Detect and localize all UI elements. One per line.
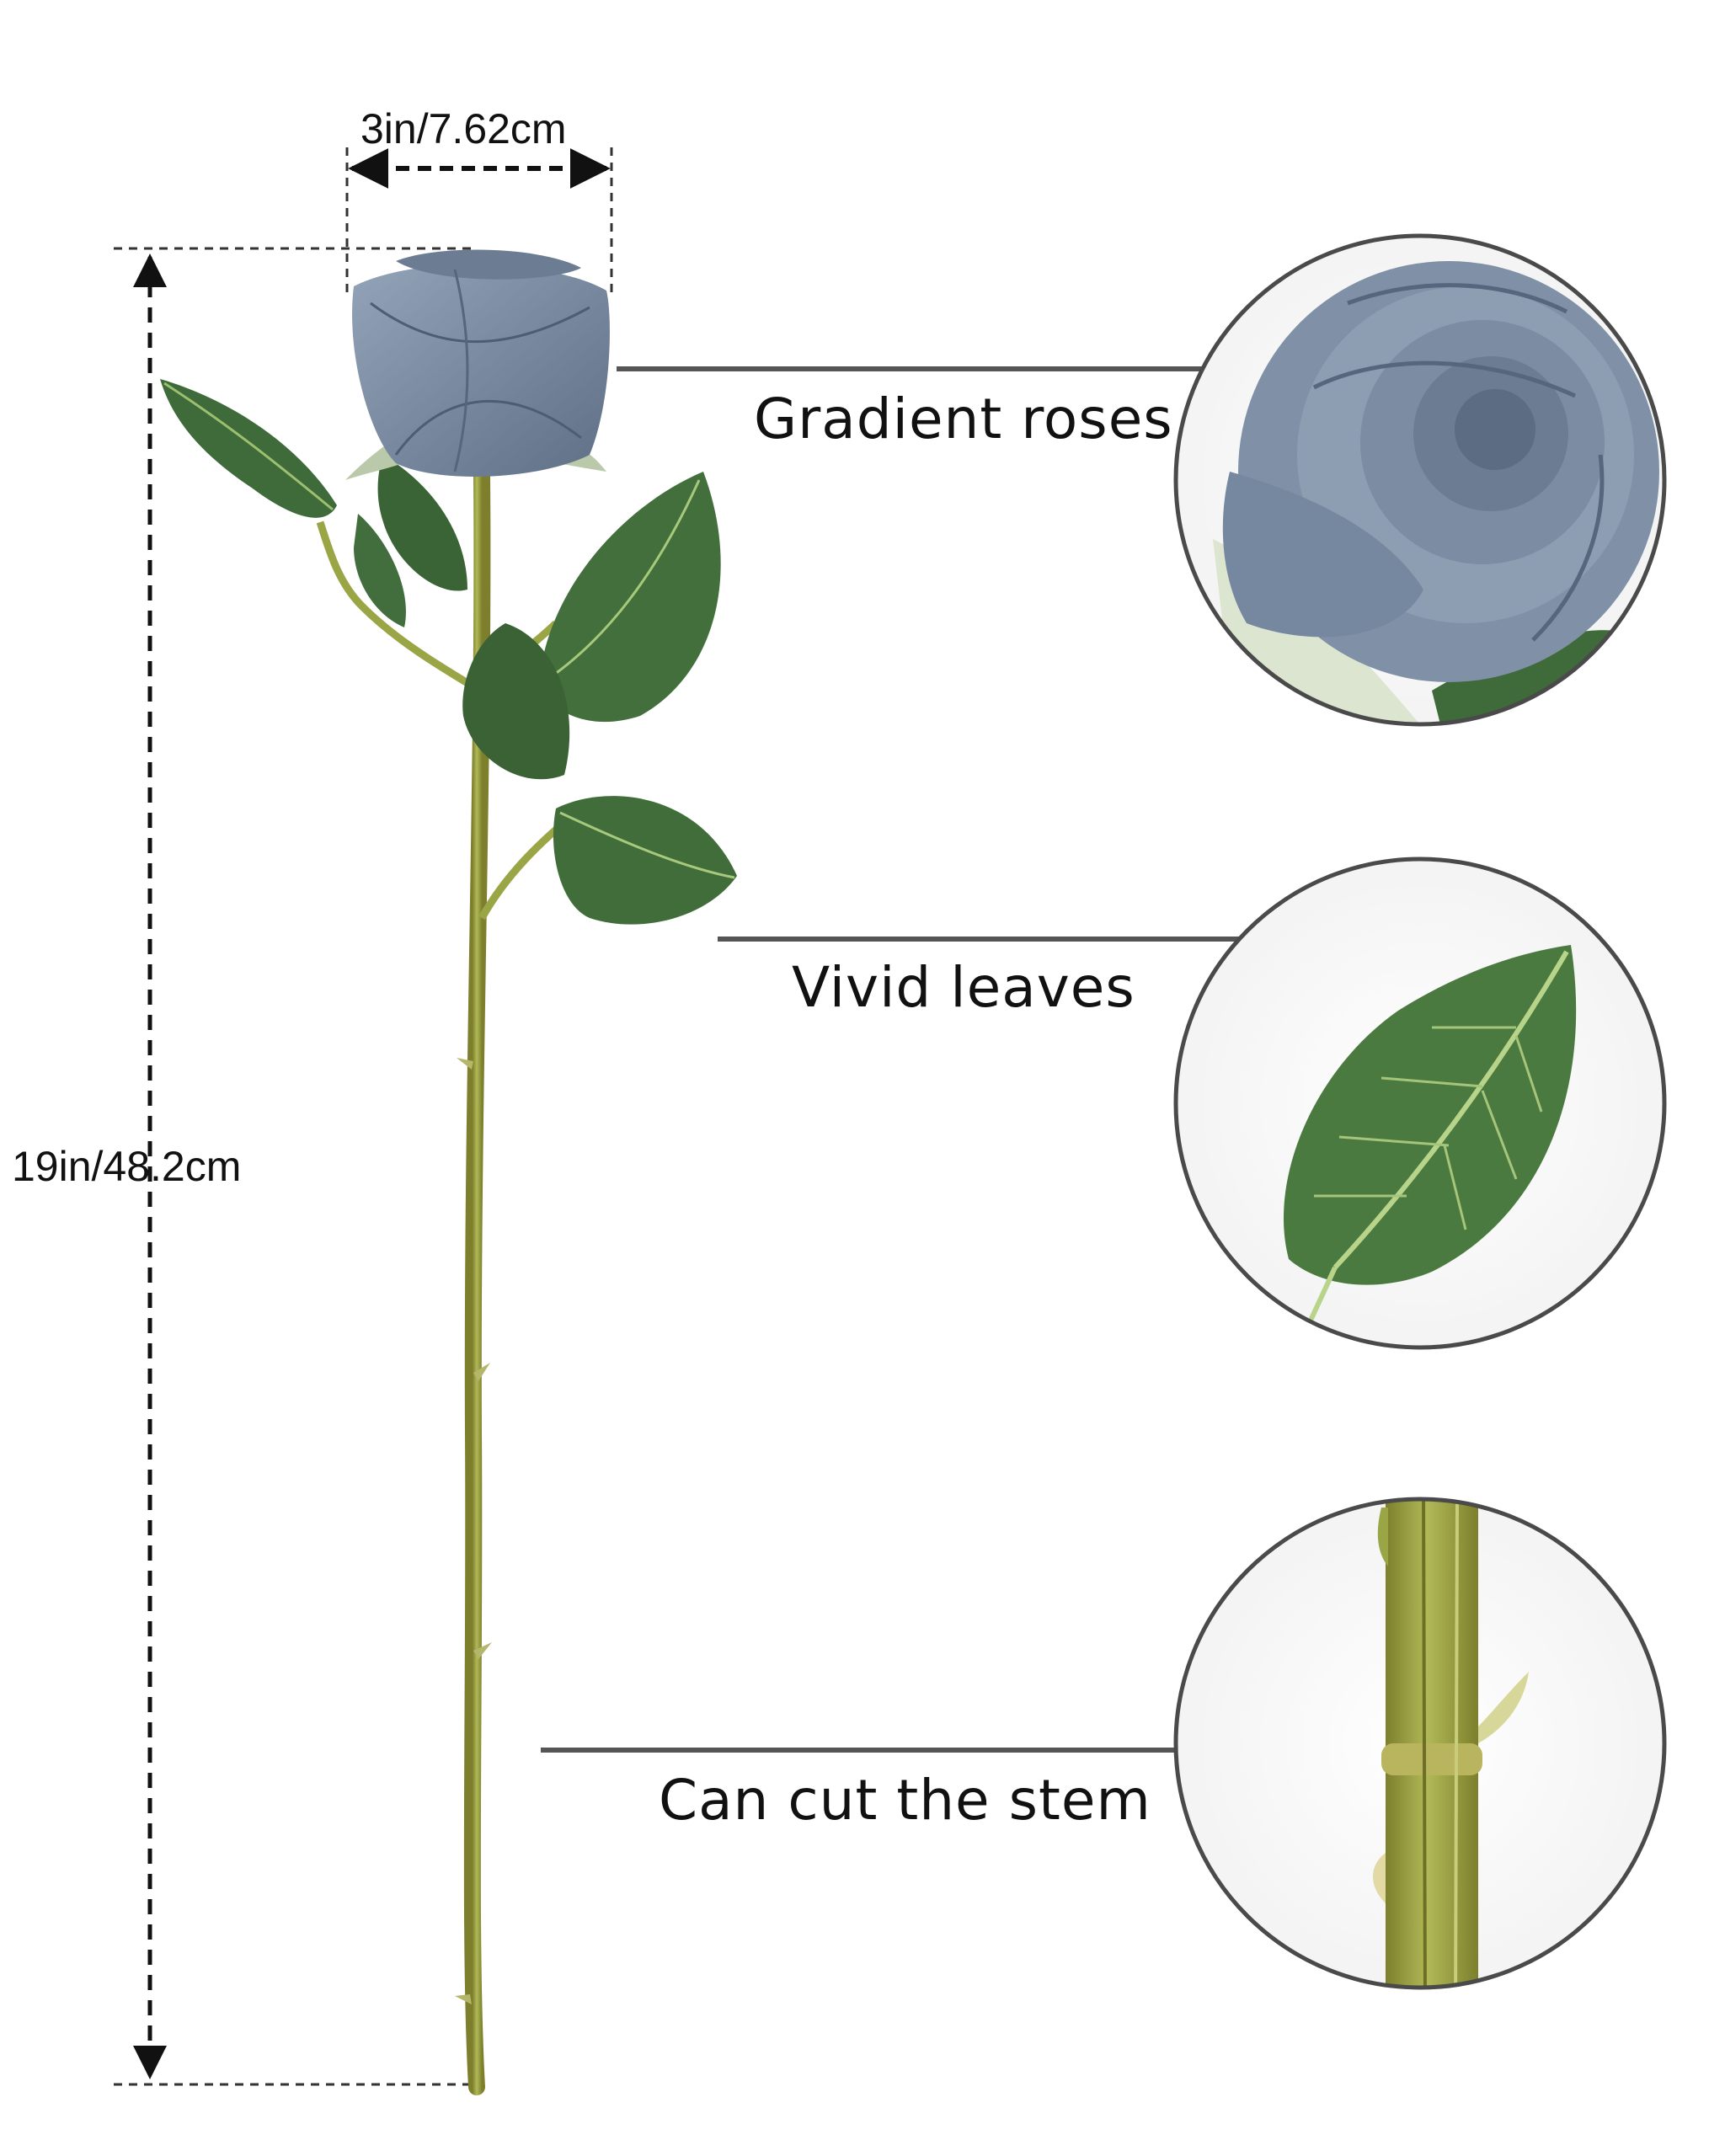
main-leaves <box>160 379 737 925</box>
leaf-closeup <box>1173 857 1667 1350</box>
feature-label-can-cut-stem: Can cut the stem <box>659 1768 1151 1833</box>
height-dimension <box>114 247 476 2086</box>
leaf-upper-left <box>160 379 337 518</box>
rose-bloom-closeup <box>1173 233 1667 727</box>
feature-label-gradient-roses: Gradient roses <box>754 387 1173 451</box>
stem-closeup <box>1173 1497 1667 1990</box>
width-dimension <box>345 147 613 299</box>
main-rose-bud <box>345 249 610 480</box>
leaf-center <box>462 623 570 780</box>
leaf-right-large <box>539 472 721 723</box>
width-label: 3in/7.62cm <box>360 105 567 152</box>
leaf-lower-right <box>553 796 737 925</box>
leaf-upper-middle <box>354 455 467 627</box>
feature-label-vivid-leaves: Vivid leaves <box>792 955 1135 1020</box>
height-label: 19in/48.2cm <box>12 1143 242 1190</box>
